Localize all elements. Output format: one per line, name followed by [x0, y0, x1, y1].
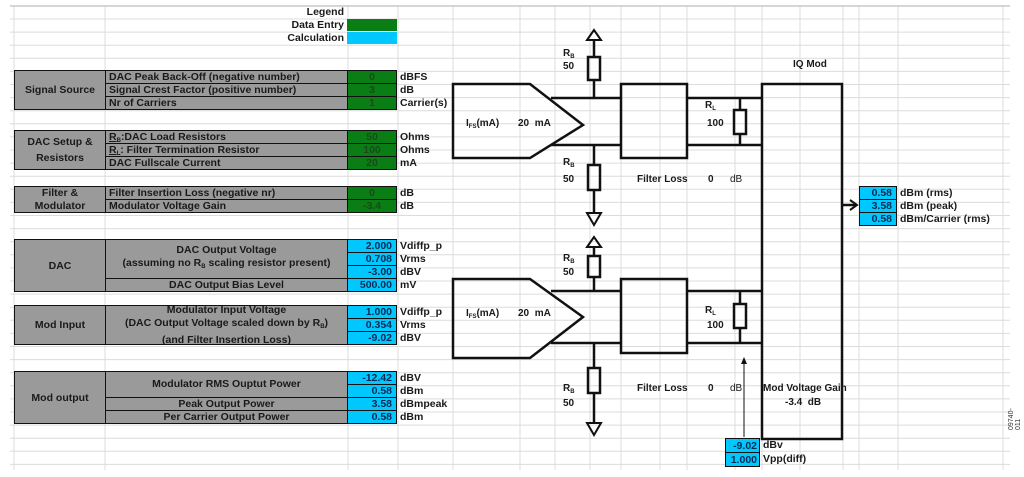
dac-group-label: DAC [14, 239, 106, 292]
dac-output-voltage-label: DAC Output Voltage (assuming no RB scali… [105, 239, 348, 279]
mod-input-vpp-value: 1.000 [347, 305, 397, 319]
unit-label: dBm/Carrier (rms) [900, 213, 990, 225]
mod-output-dbm-value: 0.58 [347, 384, 397, 398]
unit-label: dBm [400, 411, 424, 423]
q-rb-bot-label: RB [563, 383, 575, 395]
dac-output-bias-label: DAC Output Bias Level [105, 278, 348, 292]
filter-termination-resistor-label: RL: Filter Termination Resistor [105, 143, 348, 157]
output-peak-value: 3.58 [859, 199, 897, 213]
q-filter-loss-unit: dB [730, 383, 743, 394]
figure-id: 09740-011 [1008, 408, 1022, 430]
q-rb-bot-value: 50 [563, 398, 575, 409]
mod-output-dbv-value: -12.42 [347, 371, 397, 385]
legend-title: Legend [306, 6, 344, 18]
unit-label: Ohms [400, 131, 430, 143]
q-rb-top-value: 50 [563, 267, 575, 278]
q-rb-top-label: RB [563, 253, 575, 265]
dac-output-dbv-value: -3.00 [347, 265, 397, 279]
i-rb-bot-value: 50 [563, 174, 575, 185]
q-rl-label: RL [705, 305, 716, 317]
dac-output-vpp-value: 2.000 [347, 239, 397, 253]
q-filter-loss-label: Filter Loss [637, 383, 688, 394]
filter-termination-resistor-input[interactable]: 100 [347, 143, 397, 157]
i-rl-label: RL [705, 100, 716, 112]
mod-output-group-label: Mod output [14, 371, 106, 424]
legend-calculation-swatch [347, 32, 397, 44]
dac-peak-backoff-input[interactable]: 0 [347, 70, 397, 84]
mod-input-group-label: Mod Input [14, 305, 106, 345]
i-ifs-value: 20 mA [518, 118, 551, 129]
unit-label: Vdiffp_p [400, 306, 442, 318]
filter-modulator-group-label: Filter & Modulator [14, 186, 106, 213]
dac-fullscale-current-input[interactable]: 20 [347, 156, 397, 170]
unit-label: dBFS [400, 71, 428, 83]
unit-label: dBm (peak) [900, 200, 958, 212]
unit-label: Vdiffp_p [400, 240, 442, 252]
output-per-carrier-value: 0.58 [859, 212, 897, 226]
mod-input-dbv-value: -9.02 [347, 331, 397, 345]
i-rl-value: 100 [707, 118, 724, 129]
i-filter-loss-label: Filter Loss [637, 174, 688, 185]
modulator-voltage-gain-label: Modulator Voltage Gain [105, 199, 348, 213]
signal-source-row-label: Nr of Carriers [105, 96, 348, 110]
signal-source-group-label: Signal Source [14, 70, 106, 110]
peak-output-power-value: 3.58 [347, 397, 397, 411]
dac-output-vrms-value: 0.708 [347, 252, 397, 266]
signal-source-row-label: DAC Peak Back-Off (negative number) [105, 70, 348, 84]
i-rb-bot-label: RB [563, 157, 575, 169]
unit-label: dBm (rms) [900, 187, 953, 199]
dac-output-bias-value: 500.00 [347, 278, 397, 292]
modulator-voltage-gain-input[interactable]: -3.4 [347, 199, 397, 213]
unit-label: dBm [400, 385, 424, 397]
q-filter-loss-value: 0 [708, 383, 714, 394]
mod-voltage-gain-label: Mod Voltage Gain [763, 383, 847, 394]
nr-of-carriers-input[interactable]: 1 [347, 96, 397, 110]
dac-load-resistor-input[interactable]: 50 [347, 130, 397, 144]
mod-voltage-gain-value: -3.4 dB [785, 397, 822, 408]
filter-insertion-loss-label: Filter Insertion Loss (negative nr) [105, 186, 348, 200]
legend-data-entry-swatch [347, 19, 397, 31]
modulator-rms-power-label: Modulator RMS Ouptut Power [105, 371, 348, 398]
unit-label: dBv [763, 439, 783, 451]
unit-label: mA [400, 157, 417, 169]
output-rms-value: 0.58 [859, 186, 897, 200]
peak-output-power-label: Peak Output Power [105, 397, 348, 411]
signal-crest-factor-input[interactable]: 3 [347, 83, 397, 97]
unit-label: mV [400, 279, 417, 291]
unit-label: dBV [400, 372, 421, 384]
dac-setup-group-label: DAC Setup & Resistors [14, 130, 106, 170]
unit-label: dB [400, 84, 414, 96]
unit-label: dB [400, 187, 414, 199]
unit-label: Ohms [400, 144, 430, 156]
i-ifs-label: IFS(mA) [466, 118, 500, 130]
i-filter-loss-unit: dB [730, 174, 743, 185]
unit-label: dBmpeak [400, 398, 448, 410]
per-carrier-power-label: Per Carrier Output Power [105, 410, 348, 424]
i-rb-top-value: 50 [563, 61, 575, 72]
per-carrier-power-value: 0.58 [347, 410, 397, 424]
legend-data-entry-label: Data Entry [291, 19, 344, 31]
mod-input-dbv-readout: -9.02 [725, 438, 760, 453]
dac-fullscale-current-label: DAC Fullscale Current [105, 156, 348, 170]
unit-label: dBV [400, 332, 421, 344]
i-filter-loss-value: 0 [708, 174, 714, 185]
i-rb-top-label: RB [563, 48, 575, 60]
unit-label: Vrms [400, 253, 426, 265]
legend-calculation-label: Calculation [287, 32, 344, 44]
signal-source-row-label: Signal Crest Factor (positive number) [105, 83, 348, 97]
modulator-input-voltage-label: Modulator Input Voltage (DAC Output Volt… [105, 305, 348, 345]
filter-insertion-loss-input[interactable]: 0 [347, 186, 397, 200]
unit-label: dBV [400, 266, 421, 278]
unit-label: Vpp(diff) [763, 453, 807, 465]
mod-input-vrms-value: 0.354 [347, 318, 397, 332]
mod-input-vpp-readout: 1.000 [725, 452, 760, 467]
iq-mod-label: IQ Mod [793, 59, 827, 70]
unit-label: dB [400, 200, 414, 212]
dac-load-resistor-label: RB:DAC Load Resistors [105, 130, 348, 144]
unit-label: Carrier(s) [400, 97, 448, 109]
q-rl-value: 100 [707, 320, 724, 331]
q-ifs-label: IFS(mA) [466, 308, 500, 320]
unit-label: Vrms [400, 319, 426, 331]
q-ifs-value: 20 mA [518, 308, 551, 319]
